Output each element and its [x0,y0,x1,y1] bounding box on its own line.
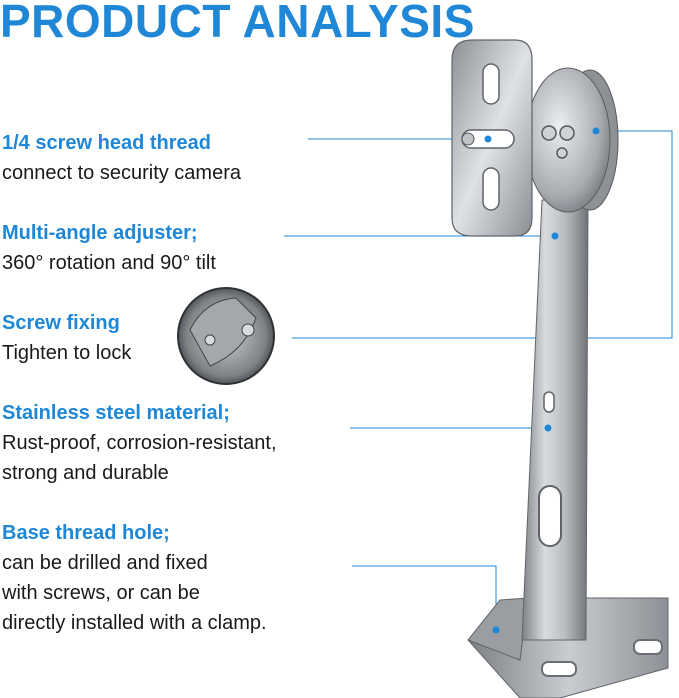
screw-icon [241,323,255,337]
feature-heading: Base thread hole; [2,522,170,544]
screw-icon [541,125,557,141]
screw-icon [556,147,568,159]
feature-description: Tighten to lock [2,342,132,364]
feature-description: can be drilled and fixed with screws, or… [2,552,267,634]
screw-icon [204,334,216,346]
feature-base-thread-hole: Base thread hole; can be drilled and fix… [2,518,267,638]
feature-description: Rust-proof, corrosion-resistant, strong … [2,432,277,484]
screw-head-icon [461,132,475,146]
feature-screw-fixing: Screw fixing Tighten to lock [2,308,131,368]
feature-heading: 1/4 screw head thread [2,132,211,154]
feature-screw-head-thread: 1/4 screw head thread connect to securit… [2,128,241,188]
screw-icon [559,125,575,141]
leader-dots [484,127,600,634]
feature-description: connect to security camera [2,162,241,184]
page-title: PRODUCT ANALYSIS [0,0,475,47]
feature-heading: Multi-angle adjuster; [2,222,198,244]
feature-heading: Stainless steel material; [2,402,230,424]
feature-description: 360° rotation and 90° tilt [2,252,216,274]
feature-heading: Screw fixing [2,312,120,334]
feature-multi-angle-adjuster: Multi-angle adjuster; 360° rotation and … [2,218,216,278]
screw-fixing-inset [177,287,275,385]
multi-angle-adjuster [525,67,619,213]
camera-mount-plate [451,39,533,237]
bracket-arm [521,199,589,641]
feature-stainless-steel: Stainless steel material; Rust-proof, co… [2,398,277,488]
